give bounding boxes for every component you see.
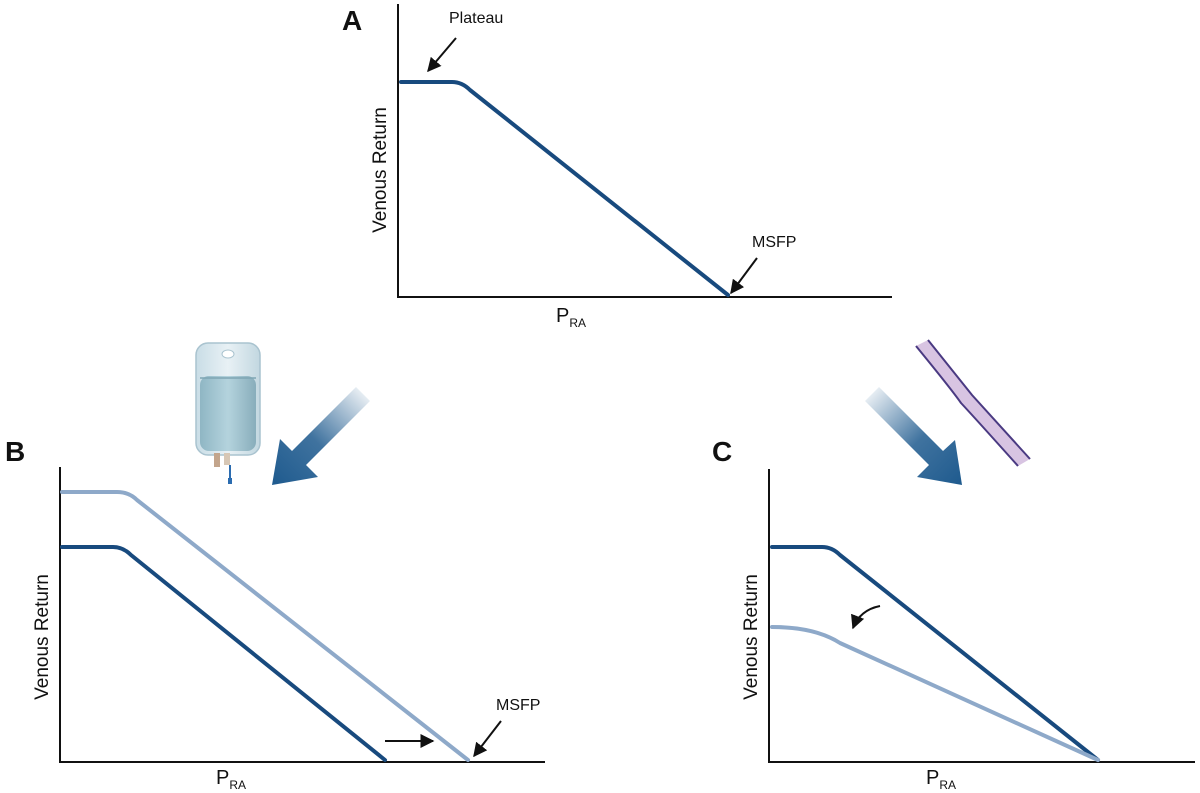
panel-b-baseline-curve <box>60 545 387 762</box>
panel-b-letter: B <box>5 436 25 467</box>
panel-a-venous-return-curve <box>399 80 730 297</box>
panel-b-y-label: Venous Return <box>32 574 53 700</box>
panel-c-baseline-curve <box>770 545 1100 762</box>
panel-c-x-label: PRA <box>926 767 956 792</box>
panel-b-msfp-arrow <box>473 720 502 758</box>
panel-a-msfp-label: MSFP <box>752 234 796 251</box>
panel-a-plateau-label: Plateau <box>449 10 503 27</box>
panel-c: C Venous Return PRA <box>712 436 1195 792</box>
iv-bag-icon <box>195 342 261 484</box>
panel-c-letter: C <box>712 436 732 467</box>
panel-b-volume-loaded-curve <box>60 490 470 762</box>
panel-b-x-label: PRA <box>216 767 246 792</box>
panel-a-plateau-arrow <box>427 37 457 73</box>
panel-c-y-label: Venous Return <box>741 574 762 700</box>
panel-c-increased-resistance-curve <box>770 625 1100 762</box>
constricted-vessel-icon <box>915 339 1031 467</box>
big-arrow-icon-b <box>272 387 370 485</box>
panel-c-rotation-arrow <box>851 605 881 630</box>
panel-a-x-label: PRA <box>556 305 586 330</box>
panel-a-y-label: Venous Return <box>370 107 391 233</box>
big-arrow-icon-c <box>865 387 962 485</box>
panel-a-msfp-arrow <box>730 257 758 295</box>
panel-a: A Venous Return PRA Plateau MSFP <box>342 4 892 330</box>
panel-a-letter: A <box>342 5 362 36</box>
panel-b-msfp-label: MSFP <box>496 697 540 714</box>
panel-b: B Venous Return PRA MSFP <box>5 436 545 792</box>
